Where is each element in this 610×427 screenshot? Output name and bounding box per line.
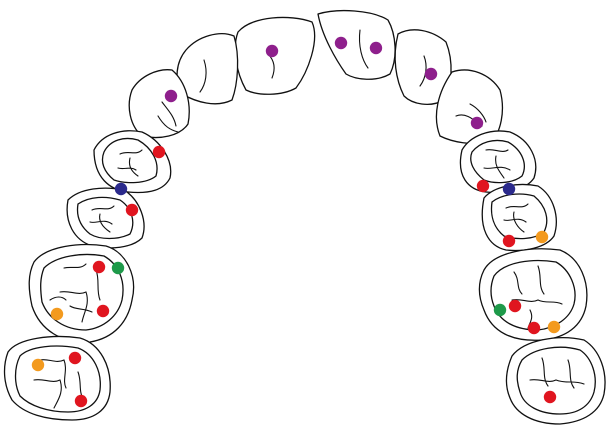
contact-marker-green <box>112 262 124 274</box>
tooth-first-premolar-right <box>460 131 535 193</box>
tooth-first-molar-left <box>29 245 133 343</box>
contact-marker-purple <box>370 42 382 54</box>
tooth-central-incisor-right <box>318 11 395 80</box>
contact-marker-red <box>153 146 165 158</box>
contact-marker-green <box>494 304 506 316</box>
contact-marker-red <box>528 322 540 334</box>
contact-marker-red <box>503 235 515 247</box>
contact-marker-purple <box>165 90 177 102</box>
contact-marker-red <box>544 391 556 403</box>
tooth-canine-left <box>129 70 189 138</box>
contact-marker-purple <box>335 37 347 49</box>
contact-marker-orange <box>536 231 548 243</box>
contact-marker-purple <box>471 117 483 129</box>
contact-marker-red <box>126 204 138 216</box>
contact-marker-red <box>509 300 521 312</box>
contact-marker-red <box>93 261 105 273</box>
contact-marker-purple <box>266 45 278 57</box>
contact-marker-red <box>97 305 109 317</box>
contact-marker-red <box>477 180 489 192</box>
contact-marker-orange <box>32 359 44 371</box>
contact-marker-navy <box>503 183 515 195</box>
contact-marker-purple <box>425 68 437 80</box>
contact-marker-orange <box>51 308 63 320</box>
contact-marker-navy <box>115 183 127 195</box>
contact-marker-red <box>69 352 81 364</box>
contact-marker-orange <box>548 321 560 333</box>
contact-marker-red <box>75 395 87 407</box>
tooth-second-molar-right <box>506 338 605 424</box>
tooth-second-premolar-left <box>67 188 144 248</box>
tooth-second-molar-left <box>5 337 111 420</box>
tooth-first-premolar-left <box>94 131 171 193</box>
